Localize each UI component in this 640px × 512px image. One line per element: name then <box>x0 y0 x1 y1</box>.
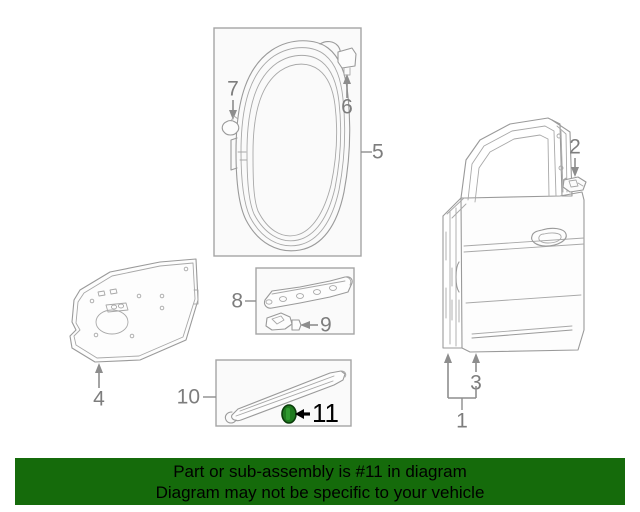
callout-label-2: 2 <box>569 136 581 159</box>
callout-5: 5 <box>361 141 384 164</box>
callout-label-5: 5 <box>372 141 384 164</box>
callout-10: 10 <box>177 386 216 409</box>
callout-4: 4 <box>93 363 105 411</box>
callout-box-weatherstrip <box>213 27 362 257</box>
callout-label-10: 10 <box>177 386 200 409</box>
part-beam-bracket <box>265 312 302 331</box>
part-inner-door-water-shield <box>69 258 199 363</box>
callout-3: 3 <box>470 353 482 395</box>
callout-6: 6 <box>337 47 357 119</box>
notice-banner-line-2: Diagram may not be specific to your vehi… <box>155 482 485 502</box>
callout-label-6: 6 <box>341 96 353 119</box>
callout-11: 11 <box>295 398 339 428</box>
callout-9: 9 <box>300 314 332 337</box>
notice-banner: Part or sub-assembly is #11 in diagram D… <box>15 458 625 505</box>
callout-label-4: 4 <box>93 388 105 411</box>
part-front-door-assembly <box>442 117 585 353</box>
highlighted-part-11 <box>281 404 297 424</box>
callout-label-3: 3 <box>470 372 482 395</box>
callout-7: 7 <box>221 78 240 136</box>
callout-label-7: 7 <box>227 78 239 101</box>
callout-label-1: 1 <box>456 410 468 433</box>
part-door-molding <box>224 370 347 424</box>
callout-label-11: 11 <box>312 398 339 428</box>
callout-1: 1 <box>444 353 477 433</box>
callout-box-door-molding <box>215 359 352 427</box>
callout-2: 2 <box>562 136 587 193</box>
notice-banner-line-1: Part or sub-assembly is #11 in diagram <box>173 461 467 481</box>
callout-label-9: 9 <box>320 314 332 337</box>
parts-diagram-canvas: 5 6 7 <box>69 27 587 433</box>
callout-label-8: 8 <box>231 290 243 313</box>
part-weatherstrip-seal <box>230 40 351 252</box>
callout-8: 8 <box>231 290 256 313</box>
part-door-beam <box>263 276 353 309</box>
